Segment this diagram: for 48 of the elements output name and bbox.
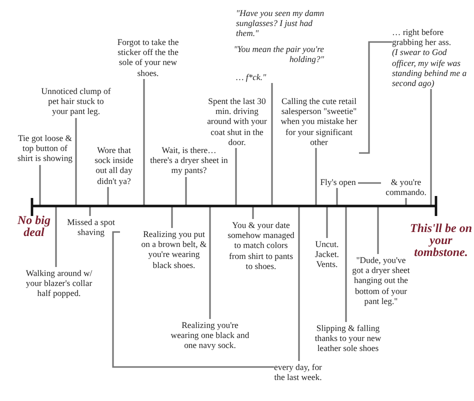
leader-line xyxy=(39,165,41,206)
leader-line xyxy=(112,231,274,368)
leader-line xyxy=(326,206,328,238)
callout-text: Walking around w/ your blazer's collar half popped. xyxy=(19,268,99,299)
leader-line xyxy=(336,188,338,206)
leader-line xyxy=(75,118,77,206)
leader-line xyxy=(298,206,300,361)
scale-end-label: No big deal xyxy=(16,214,52,238)
callout-text: Realizing you're wearing one black and one navy sock. xyxy=(170,320,250,351)
callout-text: Wait, is there… there's a dryer sheet in my pants? xyxy=(150,145,228,176)
callout-text: Missed a spot shaving xyxy=(62,217,120,238)
leader-line xyxy=(358,182,381,184)
leader-line xyxy=(405,198,407,206)
callout-text: Tie got loose & top button of shirt is showing xyxy=(15,133,75,164)
leader-line xyxy=(55,206,57,267)
quote-text: "Have you seen my damn sunglasses? I just had them." xyxy=(236,8,326,39)
callout-text: every day, for the last week. xyxy=(274,362,322,382)
leader-line xyxy=(185,177,187,206)
leader-line xyxy=(315,148,317,206)
callout-text: Spent the last 30 min. driving around with your coat shut in the door. xyxy=(203,96,271,148)
leader-line xyxy=(209,206,211,319)
callout-text: "Dude, you've got a dryer sheet hanging out the bottom of your pant leg." xyxy=(350,255,412,306)
quote-text: "You mean the pair you're holding?" xyxy=(232,44,324,64)
callout-text: Uncut. Jacket. Vents. xyxy=(311,239,343,270)
scale-end-label: This'll be on your tombstone. xyxy=(408,222,473,258)
leader-line xyxy=(107,187,109,206)
leader-line xyxy=(235,148,237,206)
callout-text: Fly's open xyxy=(318,177,358,188)
leader-line xyxy=(377,206,379,254)
callout-note: (I swear to God officer, my wife was standing behind me a second ago) xyxy=(392,47,468,88)
leader-line xyxy=(430,89,432,206)
callout-text: … f*ck." xyxy=(236,72,276,82)
callout-text: … right before grabbing her ass. xyxy=(392,27,452,48)
leader-line xyxy=(171,206,173,228)
leader-line xyxy=(143,79,145,206)
callout-text: Forgot to take the sticker off the the sole of your new shoes. xyxy=(112,37,184,78)
leader-line xyxy=(252,206,254,219)
callout-text: & you're commando. xyxy=(381,177,431,198)
leader-line xyxy=(359,41,392,154)
callout-text: Slipping & falling thanks to your new leather sole shoes xyxy=(311,323,385,354)
leader-line xyxy=(89,206,91,216)
callout-text: Calling the cute retail salesperson "sweetie" when you mistake her for your significant other xyxy=(279,96,359,148)
callout-text: Unnoticed clump of pet hair stuck to your pant leg. xyxy=(40,86,112,117)
callout-text: Wore that sock inside out all day didn't ya? xyxy=(90,145,138,186)
leader-line xyxy=(345,206,347,322)
callout-text: Realizing you put on a brown belt, & you're wearing black shoes. xyxy=(140,229,208,270)
callout-text: You & your date somehow managed to match colors from shirt to pants to shoes. xyxy=(226,220,296,272)
leader-line xyxy=(271,83,273,206)
